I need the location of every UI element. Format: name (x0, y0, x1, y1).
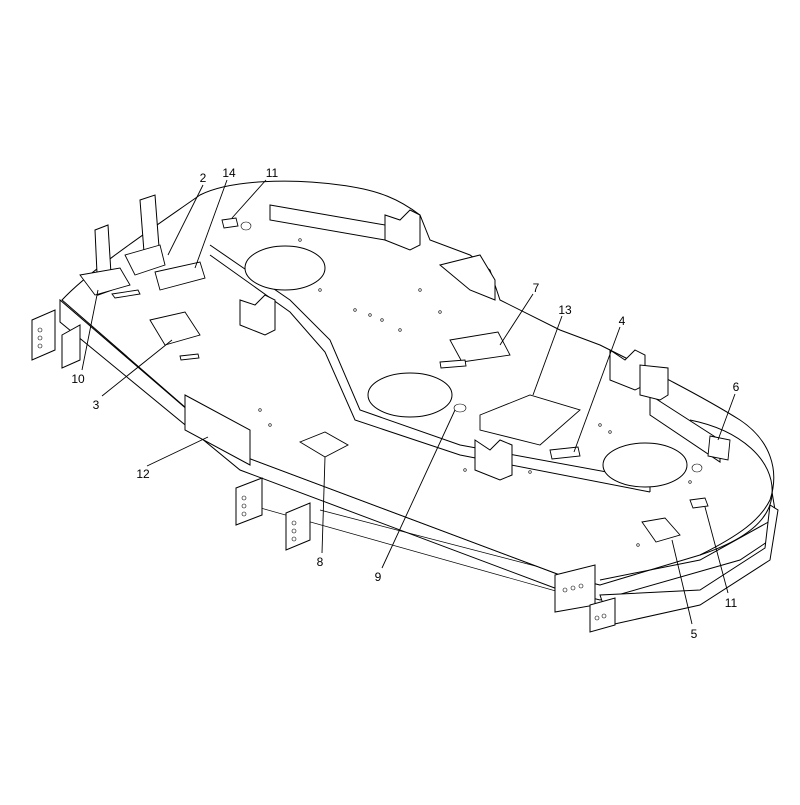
decal-7 (449, 331, 511, 363)
decal-7-tag (439, 359, 467, 369)
deck-lip (599, 519, 773, 581)
decals (79, 217, 731, 543)
callout-13: 13 (558, 303, 572, 317)
decal-4 (549, 446, 581, 460)
rear-baffle-strip-right (649, 394, 721, 463)
decal-11a (221, 217, 239, 229)
decal-10 (79, 267, 131, 296)
callout-5: 5 (691, 627, 698, 641)
center-spindle-opening (367, 372, 453, 418)
gauge-wheel-nut (453, 403, 467, 413)
front-baffle-strip (184, 394, 251, 466)
decal-14 (154, 261, 206, 291)
bolt-holes (258, 238, 692, 547)
callout-14: 14 (222, 166, 236, 180)
decal-11b (689, 497, 709, 509)
callout-8: 8 (317, 555, 324, 569)
decal-2-plate (124, 244, 166, 276)
callout-6: 6 (733, 380, 740, 394)
spindle-openings (244, 245, 688, 488)
callout-12: 12 (136, 467, 150, 481)
callout-10: 10 (71, 372, 85, 386)
callout-7: 7 (533, 281, 540, 295)
front-hangers (31, 309, 616, 633)
brackets (94, 194, 669, 481)
decal-3-tag (179, 353, 200, 361)
left-spindle-opening (244, 245, 326, 291)
rear-nut (240, 221, 252, 231)
right-spindle-opening (602, 442, 688, 488)
decal-13 (479, 394, 581, 446)
callout-3: 3 (93, 398, 100, 412)
decal-5 (641, 517, 681, 543)
callout-9: 9 (375, 570, 382, 584)
decal-3 (149, 311, 201, 346)
callout-11-top: 11 (266, 166, 279, 180)
callout-2: 2 (200, 171, 207, 185)
decal-8 (298, 431, 349, 458)
decal-10-strip (111, 289, 141, 299)
right-nut (691, 463, 703, 473)
callout-11-bottom: 11 (725, 596, 738, 610)
callout-labels: 2 14 11 7 13 4 6 10 3 12 8 9 5 11 (71, 166, 739, 641)
callout-4: 4 (619, 314, 626, 328)
decal-6 (707, 435, 731, 461)
discharge-shield (599, 504, 779, 626)
leader-lines (81, 179, 736, 625)
